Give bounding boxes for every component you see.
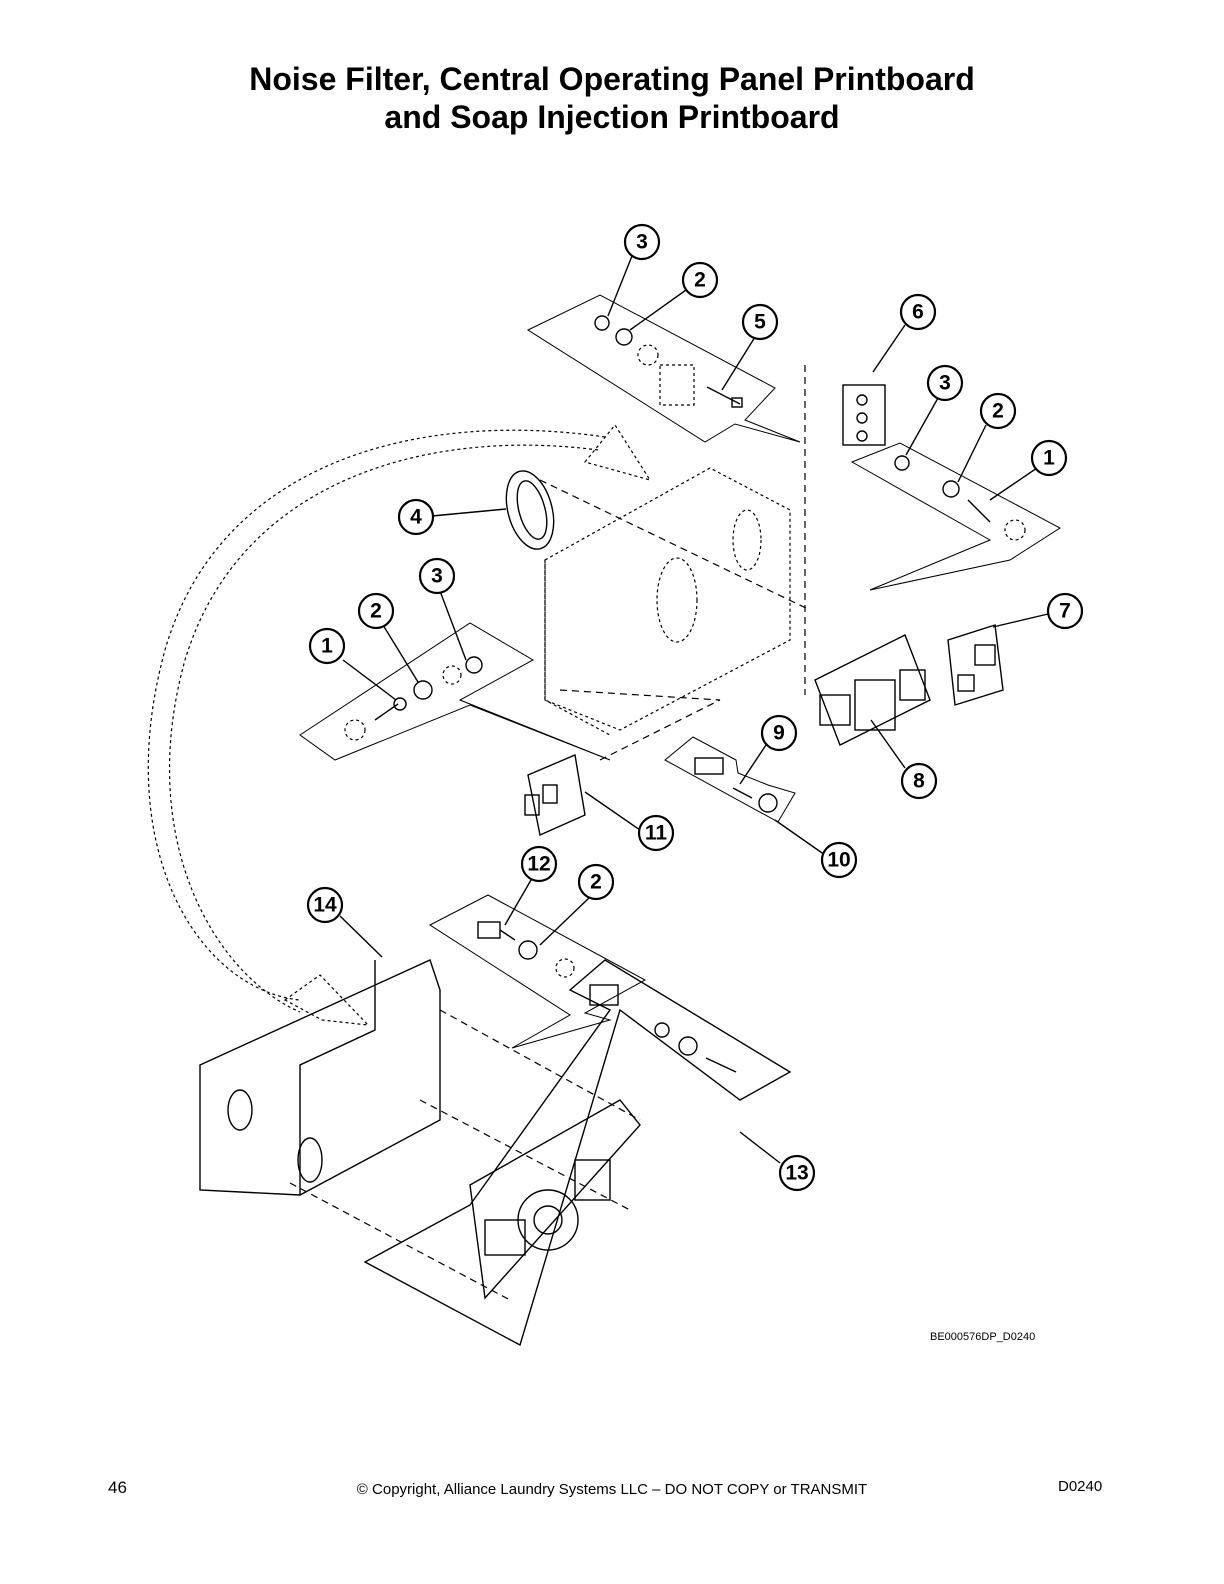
svg-text:2: 2	[694, 269, 706, 292]
callout-2-left: 2	[357, 592, 395, 630]
svg-text:10: 10	[827, 849, 850, 872]
svg-text:3: 3	[431, 565, 443, 588]
callout-10: 10	[820, 841, 858, 879]
terminal-block	[842, 384, 886, 446]
svg-text:9: 9	[773, 722, 785, 745]
svg-text:2: 2	[590, 871, 602, 894]
callout-14: 14	[306, 886, 344, 924]
callout-2-top: 2	[681, 261, 719, 299]
callout-1-left: 1	[308, 627, 346, 665]
svg-text:7: 7	[1059, 600, 1071, 623]
leader-lines	[339, 255, 1049, 1164]
main-chassis-outline	[539, 365, 811, 761]
title-line-1: Noise Filter, Central Operating Panel Pr…	[249, 61, 975, 97]
callout-3-top: 3	[623, 223, 661, 261]
callout-12: 12	[520, 845, 558, 883]
callout-1-right: 1	[1030, 439, 1068, 477]
svg-text:4: 4	[410, 506, 422, 529]
central-operating-printboard	[814, 634, 931, 746]
page-title: Noise Filter, Central Operating Panel Pr…	[0, 60, 1224, 136]
svg-text:11: 11	[645, 822, 668, 845]
svg-text:13: 13	[785, 1162, 808, 1185]
callout-3-left: 3	[418, 557, 456, 595]
callout-2-right: 2	[979, 392, 1017, 430]
svg-text:1: 1	[321, 635, 333, 658]
svg-text:12: 12	[527, 853, 550, 876]
lower-hardware-panel	[429, 894, 647, 1049]
callout-2-bottom: 2	[577, 863, 615, 901]
copyright-notice: © Copyright, Alliance Laundry Systems LL…	[356, 1481, 868, 1498]
callout-9: 9	[760, 714, 798, 752]
svg-text:2: 2	[370, 600, 382, 623]
callout-6: 6	[899, 293, 937, 331]
left-hardware-panel	[299, 622, 611, 761]
svg-text:3: 3	[939, 372, 951, 395]
svg-text:2: 2	[992, 400, 1004, 423]
hardware-kit-box	[664, 736, 796, 823]
mounting-bracket	[199, 959, 641, 1301]
noise-filter-kit	[363, 959, 792, 1347]
svg-text:5: 5	[754, 311, 766, 334]
svg-text:8: 8	[913, 770, 925, 793]
callout-4: 4	[397, 498, 435, 536]
callout-11: 11	[637, 814, 675, 852]
title-line-2: and Soap Injection Printboard	[384, 99, 840, 135]
page-number: 46	[108, 1478, 127, 1497]
assembly-flow-arrow	[147, 423, 652, 1026]
callout-13: 13	[778, 1154, 816, 1192]
callout-8: 8	[900, 762, 938, 800]
grommet-seal	[505, 470, 555, 550]
right-hardware-panel	[850, 442, 1061, 591]
svg-text:6: 6	[912, 301, 924, 324]
noise-filter-board	[469, 1099, 641, 1300]
figure-reference-code: BE000576DP_D0240	[930, 1331, 1036, 1343]
soap-injection-printboard	[947, 624, 1004, 706]
document-code: D0240	[1058, 1478, 1103, 1495]
small-printboard	[524, 754, 586, 836]
callout-3-right: 3	[926, 364, 964, 402]
upper-hardware-panel	[526, 294, 801, 443]
svg-text:14: 14	[313, 894, 337, 917]
callout-5: 5	[741, 303, 779, 341]
svg-text:1: 1	[1043, 447, 1055, 470]
svg-text:3: 3	[636, 231, 648, 254]
callout-7: 7	[1046, 592, 1084, 630]
